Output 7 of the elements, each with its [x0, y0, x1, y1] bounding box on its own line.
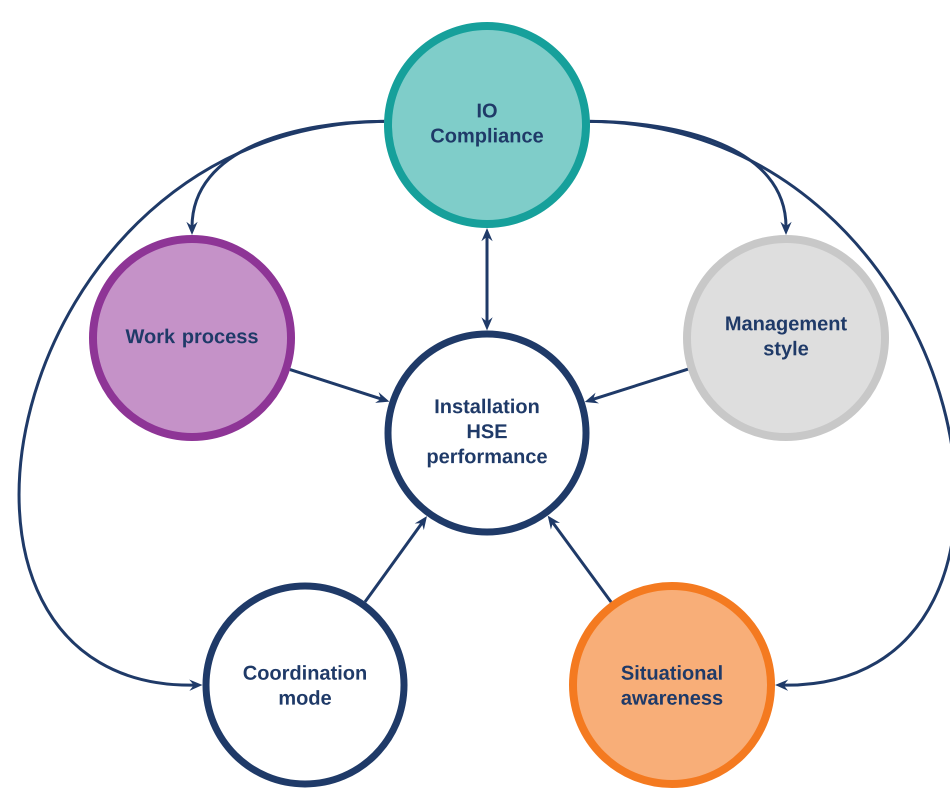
circle-node: Management style	[683, 235, 889, 441]
arrow	[590, 120, 950, 691]
circle-node: Coordination mode	[202, 582, 408, 788]
circle-node: Situational awareness	[569, 582, 775, 788]
circle-node: IO Compliance	[384, 22, 590, 228]
circle-node: Installation HSE performance	[384, 330, 590, 536]
circle-node: Work process	[89, 235, 295, 441]
